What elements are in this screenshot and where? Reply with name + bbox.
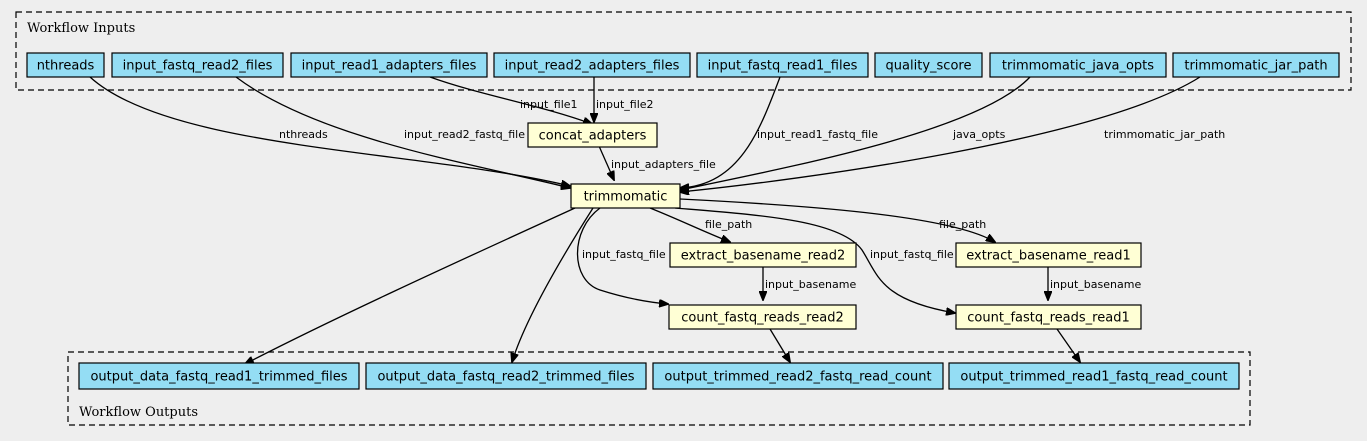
node-input-fastq-read2-files[interactable]: input_fastq_read2_files: [111, 52, 284, 78]
edge-read1-count: [1056, 328, 1080, 362]
workflow-inputs-title: Workflow Inputs: [27, 21, 135, 36]
node-input-read2-adapters-files[interactable]: input_read2_adapters_files: [493, 52, 691, 78]
node-concat-adapters[interactable]: concat_adapters: [527, 122, 658, 148]
node-quality-score[interactable]: quality_score: [874, 52, 983, 78]
edge-label-input-file1: input_file1: [520, 98, 578, 111]
node-extract-basename-read2[interactable]: extract_basename_read2: [669, 242, 857, 268]
node-trimmomatic-jar-path[interactable]: trimmomatic_jar_path: [1172, 52, 1340, 78]
edge-input-fastq-file-read1: [674, 207, 955, 313]
edge-file-path-read2: [649, 207, 730, 242]
node-input-read1-adapters-files-label: input_read1_adapters_files: [302, 59, 477, 74]
node-input-read1-adapters-files[interactable]: input_read1_adapters_files: [290, 52, 488, 78]
edge-read2-count: [769, 328, 790, 362]
edge-label-nthreads: nthreads: [279, 128, 328, 141]
edge-label-input-basename-read1: input_basename: [1050, 278, 1141, 291]
node-output-trimmed-read1-fastq-read-count-label: output_trimmed_read1_fastq_read_count: [960, 370, 1227, 385]
edges: [89, 76, 1201, 364]
workflow-outputs-title: Workflow Outputs: [79, 405, 198, 420]
node-extract-basename-read1-label: extract_basename_read1: [966, 249, 1131, 264]
edge-label-trimmomatic-jar-path: trimmomatic_jar_path: [1104, 128, 1225, 141]
node-count-fastq-reads-read1[interactable]: count_fastq_reads_read1: [955, 304, 1142, 330]
node-count-fastq-reads-read1-label: count_fastq_reads_read1: [967, 311, 1129, 326]
edge-input-fastq-file-read2: [577, 207, 669, 304]
node-input-fastq-read2-files-label: input_fastq_read2_files: [123, 59, 273, 74]
node-input-fastq-read1-files[interactable]: input_fastq_read1_files: [696, 52, 869, 78]
node-input-read2-adapters-files-label: input_read2_adapters_files: [505, 59, 680, 74]
edge-trimmomatic-jar-path: [680, 76, 1201, 192]
node-trimmomatic[interactable]: trimmomatic: [570, 183, 681, 209]
node-concat-adapters-label: concat_adapters: [539, 129, 647, 144]
node-count-fastq-reads-read2[interactable]: count_fastq_reads_read2: [668, 304, 857, 330]
workflow-inputs-cluster: Workflow Inputs: [15, 11, 1352, 91]
node-quality-score-label: quality_score: [886, 59, 972, 74]
edge-input-read2-fastq-file: [235, 76, 570, 188]
edge-input-read1-fastq-file: [680, 76, 781, 188]
edge-label-file-path-read2: file_path: [705, 218, 752, 231]
node-output-data-fastq-read1-trimmed-files[interactable]: output_data_fastq_read1_trimmed_files: [78, 362, 360, 390]
node-output-data-fastq-read1-trimmed-files-label: output_data_fastq_read1_trimmed_files: [90, 370, 347, 385]
node-trimmomatic-java-opts-label: trimmomatic_java_opts: [1002, 59, 1154, 74]
node-count-fastq-reads-read2-label: count_fastq_reads_read2: [681, 311, 843, 326]
node-nthreads[interactable]: nthreads: [26, 52, 105, 78]
edge-label-input-adapters-file: input_adapters_file: [611, 158, 716, 171]
edge-label-file-path-read1: file_path: [939, 218, 986, 231]
edge-label-input-read2-fastq-file: input_read2_fastq_file: [404, 128, 525, 141]
node-output-trimmed-read2-fastq-read-count[interactable]: output_trimmed_read2_fastq_read_count: [652, 362, 944, 390]
edge-label-input-fastq-file-read1: input_fastq_file: [870, 248, 954, 261]
node-input-fastq-read1-files-label: input_fastq_read1_files: [708, 59, 858, 74]
edge-trimmed-read2-files: [512, 207, 594, 362]
edge-input-file1: [429, 76, 592, 124]
node-output-data-fastq-read2-trimmed-files[interactable]: output_data_fastq_read2_trimmed_files: [365, 362, 647, 390]
node-extract-basename-read2-label: extract_basename_read2: [681, 249, 846, 264]
node-output-trimmed-read1-fastq-read-count[interactable]: output_trimmed_read1_fastq_read_count: [948, 362, 1240, 390]
edge-label-input-basename-read2: input_basename: [765, 278, 856, 291]
edge-trimmed-read1-files: [245, 207, 576, 364]
edge-input-adapters-file: [598, 145, 614, 180]
node-output-data-fastq-read2-trimmed-files-label: output_data_fastq_read2_trimmed_files: [377, 370, 634, 385]
edge-label-input-read1-fastq-file: input_read1_fastq_file: [757, 128, 878, 141]
edge-labels: nthreads input_read2_fastq_file input_fi…: [279, 98, 1225, 291]
node-trimmomatic-java-opts[interactable]: trimmomatic_java_opts: [989, 52, 1167, 78]
workflow-outputs-cluster: Workflow Outputs: [67, 351, 1251, 426]
node-output-trimmed-read2-fastq-read-count-label: output_trimmed_read2_fastq_read_count: [664, 370, 931, 385]
edge-java-opts: [680, 76, 1031, 190]
edge-label-java-opts: java_opts: [952, 128, 1006, 141]
node-trimmomatic-label: trimmomatic: [584, 190, 668, 205]
node-nthreads-label: nthreads: [37, 59, 95, 74]
node-extract-basename-read1[interactable]: extract_basename_read1: [955, 242, 1142, 268]
edge-label-input-fastq-file-read2: input_fastq_file: [582, 248, 666, 261]
node-trimmomatic-jar-path-label: trimmomatic_jar_path: [1184, 59, 1327, 74]
edge-file-path-read1: [679, 198, 995, 242]
edge-label-input-file2: input_file2: [596, 98, 654, 111]
